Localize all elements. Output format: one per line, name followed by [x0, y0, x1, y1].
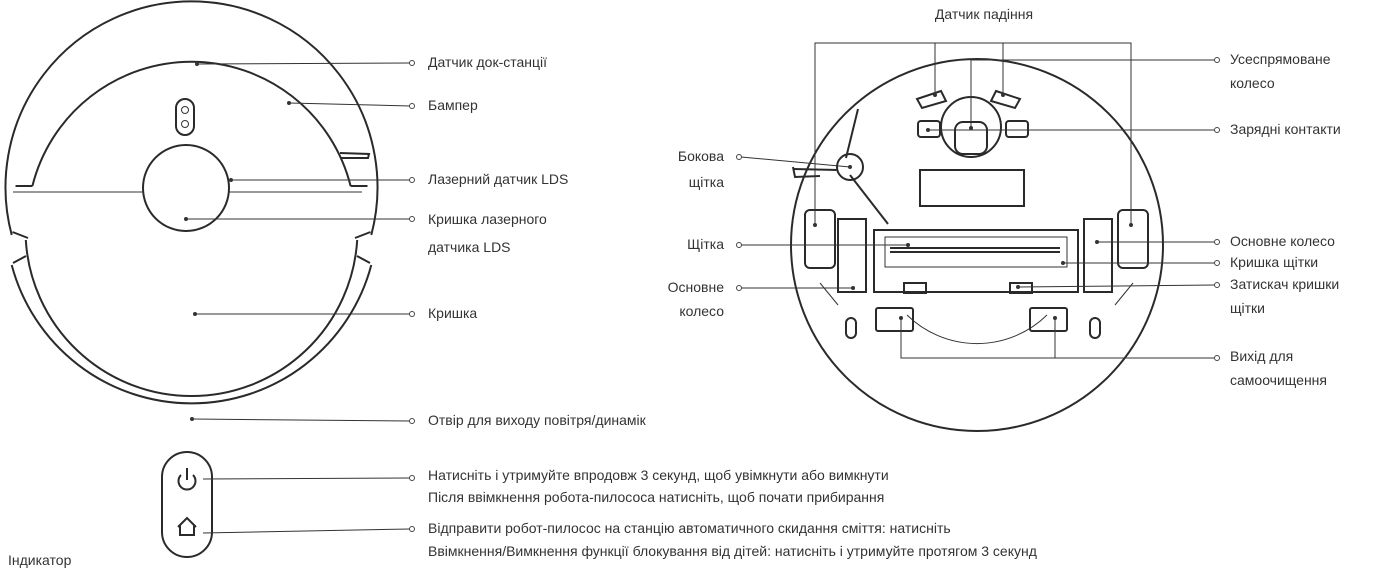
label-air-outlet: Отвір для виходу повітря/динамік	[428, 412, 646, 428]
label-self-clean-outlet-line1: Вихід для	[1230, 348, 1294, 364]
label-main-wheel-right: Основне колесо	[1230, 233, 1335, 249]
self-clean-outlet-right	[1029, 307, 1068, 332]
label-cliff-sensor: Датчик падіння	[934, 6, 1034, 22]
label-main-wheel-left-line1: Основне	[667, 279, 724, 295]
label-cover: Кришка	[428, 305, 478, 321]
button-panel	[161, 451, 415, 558]
power-icon	[177, 468, 197, 491]
label-brush-cover-clip-line1: Затискач кришки	[1230, 276, 1340, 292]
label-main-wheel-left-line2: колесо	[679, 303, 724, 319]
battery-cover	[919, 169, 1025, 207]
label-home-line2: Ввімкнення/Вимкнення функції блокування …	[428, 543, 1037, 559]
robot-outer-shell	[4, 0, 379, 236]
home-icon	[177, 516, 197, 536]
main-brush-roller	[890, 247, 1060, 253]
label-main-brush: Щітка	[687, 236, 724, 252]
brush-housing	[873, 229, 1079, 293]
label-self-clean-outlet-line2: самоочищення	[1230, 372, 1327, 388]
label-indicator: Індикатор	[8, 552, 72, 568]
label-charging-contacts: Зарядні контакти	[1230, 121, 1341, 137]
label-side-brush-line2: щітка	[688, 174, 724, 190]
main-wheel-left	[837, 218, 867, 293]
camera-window	[175, 98, 195, 136]
self-clean-outlet-left	[875, 307, 914, 332]
label-dock-sensor: Датчик док-станції	[428, 54, 548, 70]
label-side-brush-line1: Бокова	[677, 148, 724, 164]
side-brush-tip	[339, 152, 371, 159]
label-brush-cover-clip-line2: щітки	[1230, 300, 1265, 316]
label-power-line2: Після ввімкнення робота-пилососа натисні…	[428, 489, 885, 505]
label-omni-wheel-line2: колесо	[1230, 75, 1275, 91]
label-lds-cover-line1: Кришка лазерного	[428, 211, 547, 227]
label-brush-cover: Кришка щітки	[1230, 254, 1319, 270]
bumper-arc	[31, 60, 352, 187]
label-power-line1: Натисніть і утримуйте впродовж 3 секунд,…	[428, 467, 889, 483]
top-view-robot	[4, 0, 379, 405]
main-wheel-right	[1083, 218, 1113, 293]
side-brush-hub	[836, 153, 864, 181]
top-view-leaders	[184, 60, 415, 424]
label-omni-wheel-line1: Усеспрямоване	[1230, 51, 1331, 67]
label-lds-cover-line2: датчика LDS	[428, 239, 511, 255]
label-bumper: Бампер	[428, 97, 478, 113]
label-lds-sensor: Лазерний датчик LDS	[428, 171, 569, 187]
lds-sensor-turret	[142, 144, 230, 232]
bottom-view-leaders	[736, 42, 1220, 361]
label-home-line1: Відправити робот-пилосос на станцію авто…	[428, 520, 951, 536]
